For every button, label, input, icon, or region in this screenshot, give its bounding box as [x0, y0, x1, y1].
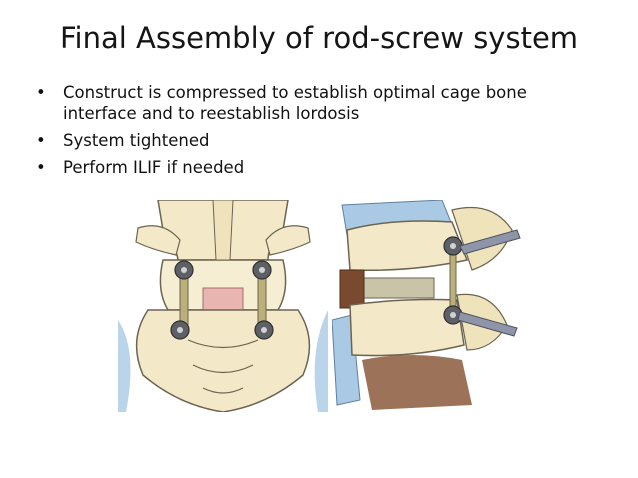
bullet-list: • Construct is compressed to establish o… [34, 82, 594, 184]
slide-title: Final Assembly of rod-screw system [59, 21, 579, 55]
bullet-text: System tightened [63, 131, 210, 150]
bullet-text: Perform ILIF if needed [63, 158, 245, 177]
bullet-item: • System tightened [34, 130, 594, 151]
bullet-item: • Perform ILIF if needed [34, 157, 594, 178]
posterior-spine-illustration [118, 200, 328, 412]
lateral-spine-illustration [332, 200, 522, 412]
bullet-item: • Construct is compressed to establish o… [34, 82, 594, 124]
bullet-dot: • [36, 158, 46, 177]
bullet-dot: • [36, 83, 46, 102]
bullet-text: Construct is compressed to establish opt… [63, 83, 527, 123]
bullet-dot: • [36, 131, 46, 150]
